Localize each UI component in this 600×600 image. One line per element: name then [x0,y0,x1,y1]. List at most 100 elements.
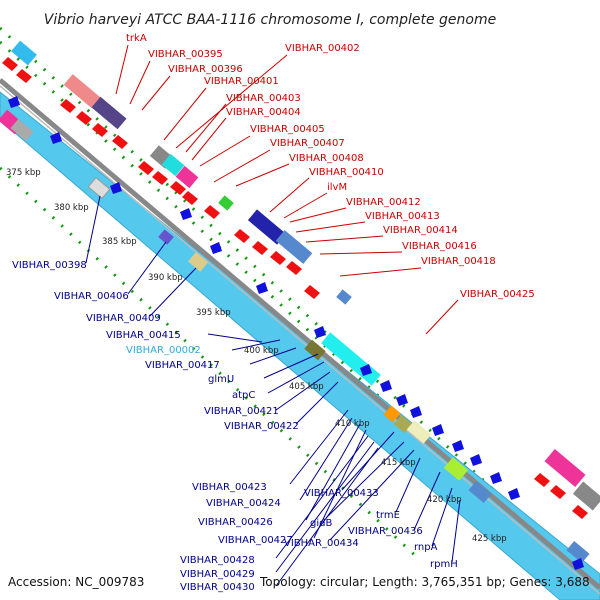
reverse-gene-arrow[interactable] [360,364,372,376]
reverse-gene-arrow[interactable] [508,488,520,500]
backbone-line [0,78,600,590]
reverse-leader-line [451,499,461,563]
reverse-gene-arrow[interactable] [210,242,222,254]
gene-label[interactable]: rpmH [430,559,458,570]
reverse-gene-arrow[interactable] [410,406,422,418]
forward-gene-arrow[interactable] [76,111,92,125]
reverse-gene-arrow[interactable] [256,282,268,294]
gene-label[interactable]: VIBHAR_00424 [206,498,281,509]
reverse-gene-arrow[interactable] [396,394,408,406]
gene-label[interactable]: VIBHAR_00421 [204,406,279,417]
gene-label[interactable]: VIBHAR_00413 [365,211,440,222]
forward-gene-arrow[interactable] [152,171,168,185]
forward-gene-arrow[interactable] [2,57,18,71]
forward-gene-arrow[interactable] [270,251,286,265]
gene-label[interactable]: VIBHAR_00416 [402,241,477,252]
gene-label[interactable]: VIBHAR_00434 [284,538,359,549]
gene-label[interactable]: VIBHAR_00395 [148,49,223,60]
feature-block [304,339,326,361]
gene-label[interactable]: VIBHAR_00423 [192,482,267,493]
reverse-gene-arrow[interactable] [490,472,502,484]
reverse-gene-arrow[interactable] [572,558,584,570]
reverse-gene-arrow[interactable] [110,182,122,194]
gene-label[interactable]: rnpA [414,542,438,553]
gene-label[interactable]: VIBHAR_00407 [270,138,345,149]
forward-gene-arrow[interactable] [92,123,108,137]
gene-label[interactable]: VIBHAR_00418 [421,256,496,267]
gene-label[interactable]: ilvM [327,182,347,193]
gene-label[interactable]: VIBHAR_00422 [224,421,299,432]
feature-block [443,457,469,481]
reverse-leader-line [275,435,369,559]
reverse-leader-line [413,471,441,531]
gene-label[interactable]: VIBHAR_00427 [218,535,293,546]
reverse-gene-labels: VIBHAR_00398 VIBHAR_00406 VIBHAR_00409 V… [12,260,458,593]
reverse-gene-arrow[interactable] [8,96,20,108]
reverse-gene-arrow[interactable] [314,326,326,338]
gene-label[interactable]: VIBHAR_00417 [145,360,220,371]
forward-leader-line [305,235,384,243]
forward-leader-line [289,207,347,223]
forward-leader-line [141,75,171,111]
gene-label[interactable]: VIBHAR_00412 [346,197,421,208]
feature-block [10,118,34,142]
gene-label[interactable]: VIBHAR_00430 [180,582,255,593]
forward-gene-arrow[interactable] [60,99,76,113]
reverse-leader-line [305,423,361,521]
gene-label[interactable]: VIBHAR_00415 [106,330,181,341]
gene-label[interactable]: VIBHAR_00409 [86,313,161,324]
reverse-gene-arrow[interactable] [380,380,392,392]
gene-label[interactable]: atpC [232,390,255,401]
forward-gene-arrow[interactable] [534,473,550,487]
forward-leader-line [339,267,422,277]
gene-label[interactable]: VIBHAR_00428 [180,555,255,566]
gene-label[interactable]: VIBHAR_00426 [198,517,273,528]
gene-label[interactable]: VIBHAR_00002 [126,345,201,356]
gene-label[interactable]: VIBHAR_00406 [54,291,129,302]
gene-label[interactable]: VIBHAR_00401 [204,76,279,87]
kbp-tick-label: 415 kbp [381,458,416,468]
gene-label[interactable]: VIBHAR_00402 [285,43,360,54]
gene-label[interactable]: trkA [126,33,147,44]
gene-label[interactable]: VIBHAR_00408 [289,153,364,164]
forward-gene-arrow[interactable] [112,135,128,149]
gene-label[interactable]: VIBHAR_00436 [348,526,423,537]
forward-gene-arrow[interactable] [550,485,566,499]
forward-leader-line [129,60,151,105]
forward-gene-arrow[interactable] [286,261,302,275]
forward-gene-arrow[interactable] [16,69,32,83]
gene-label[interactable]: VIBHAR_00429 [180,569,255,580]
forward-gene-arrow[interactable] [252,241,268,255]
forward-gene-arrow[interactable] [204,205,220,219]
reverse-leader-line [149,267,197,317]
reverse-gene-arrow[interactable] [452,440,464,452]
gene-label[interactable]: VIBHAR_00396 [168,64,243,75]
reverse-leader-line [295,381,339,425]
gene-label[interactable]: VIBHAR_00404 [226,107,301,118]
reverse-leader-line [263,353,319,379]
reverse-gene-arrow[interactable] [180,208,192,220]
reverse-leader-line [329,449,415,541]
gene-label[interactable]: gidB [310,518,332,529]
reverse-leader-line [289,409,349,485]
forward-gene-arrow[interactable] [572,505,588,519]
forward-gene-arrow[interactable] [138,161,154,175]
reverse-gene-arrow[interactable] [50,132,62,144]
forward-gene-arrow[interactable] [234,229,250,243]
gene-label[interactable]: trmE [376,510,400,521]
gene-label[interactable]: VIBHAR_00410 [309,167,384,178]
reverse-gene-arrow[interactable] [432,424,444,436]
gene-label[interactable]: VIBHAR_00405 [250,124,325,135]
forward-gene-arrow[interactable] [170,181,186,195]
gene-label[interactable]: VIBHAR_00414 [383,225,458,236]
forward-leader-line [115,44,129,95]
gene-label[interactable]: VIBHAR_00403 [226,93,301,104]
gene-label[interactable]: glmU [208,374,234,385]
reverse-gene-arrow[interactable] [470,454,482,466]
gene-label[interactable]: VIBHAR_00433 [304,488,379,499]
gene-label[interactable]: VIBHAR_00398 [12,260,87,271]
forward-gene-arrow[interactable] [304,285,320,299]
forward-gene-arrow[interactable] [182,191,198,205]
forward-leader-line [185,103,227,153]
gene-label[interactable]: VIBHAR_00425 [460,289,535,300]
